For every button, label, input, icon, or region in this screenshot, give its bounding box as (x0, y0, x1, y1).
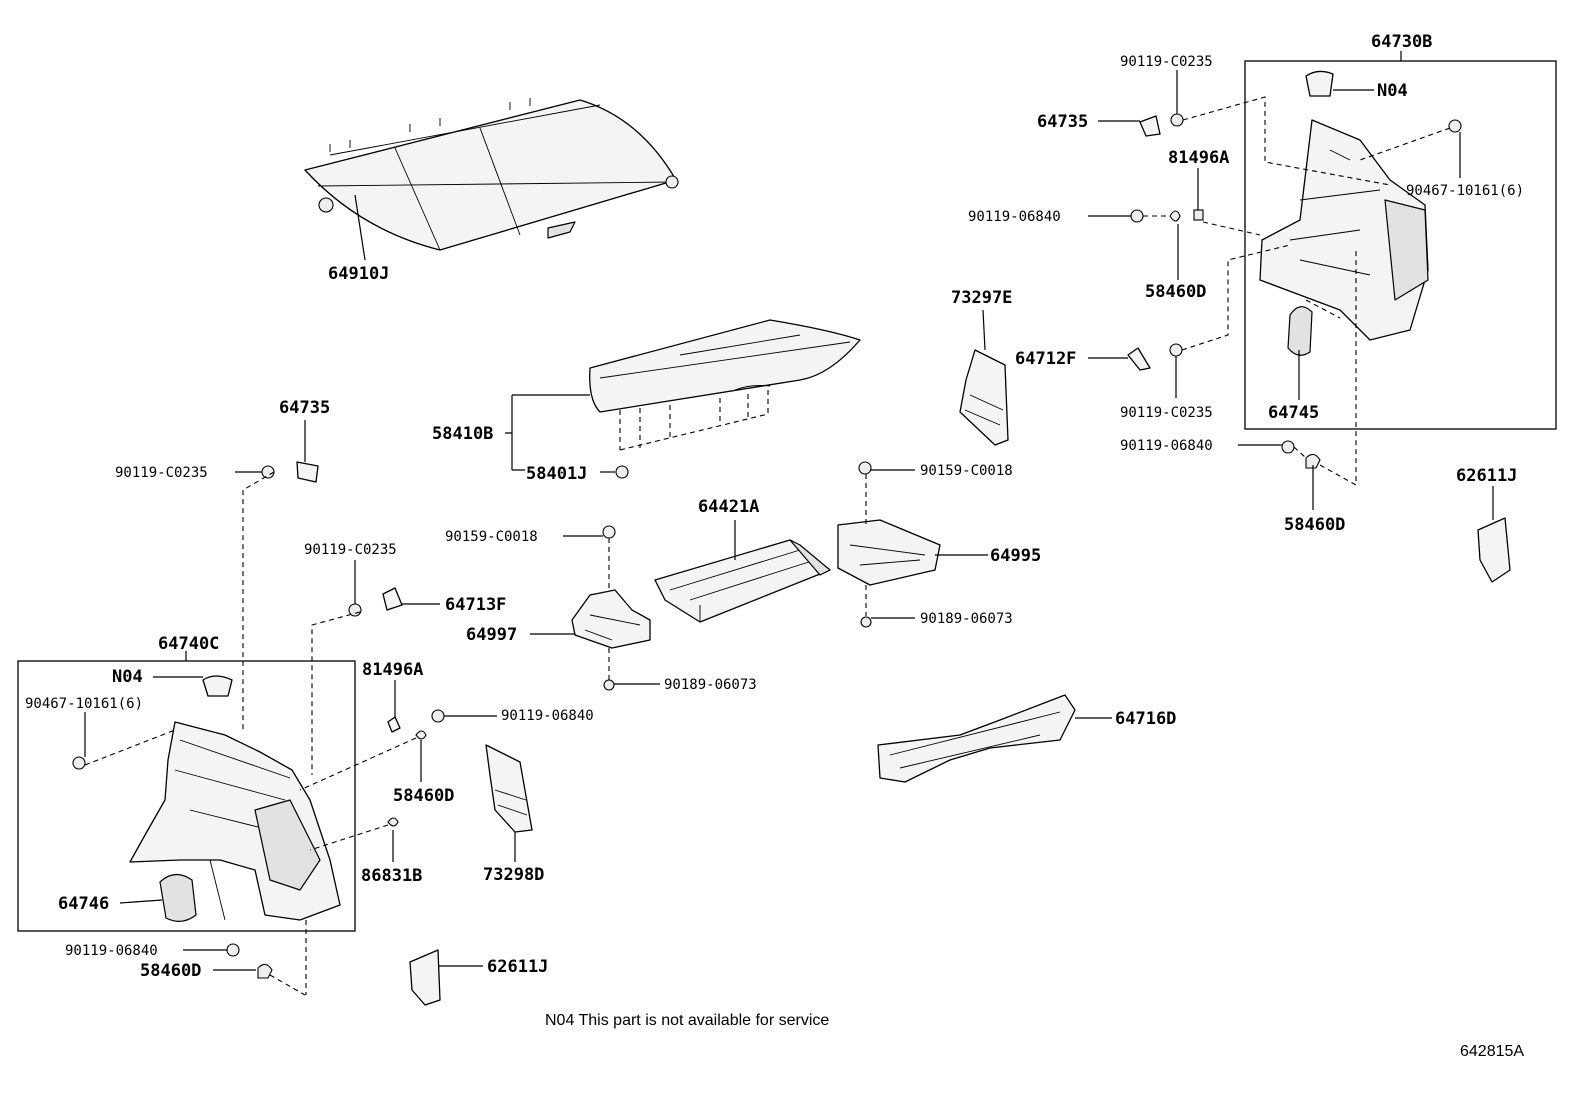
label-64712f: 64712F (1015, 349, 1076, 369)
clip-64712f (1127, 347, 1151, 371)
quarter-trim-64730b (1259, 119, 1429, 356)
label-62611j-right: 62611J (1456, 466, 1517, 486)
label-81496a-right: 81496A (1168, 148, 1229, 168)
label-90119-06840-l1: 90119-06840 (501, 708, 594, 724)
leader-lines (84, 51, 1494, 971)
footnote: N04 This part is not available for servi… (545, 1012, 829, 1029)
label-64716d: 64716D (1115, 709, 1176, 729)
label-62611j-left: 62611J (487, 957, 548, 977)
label-64746: 64746 (58, 894, 109, 914)
label-90119-c0235-top: 90119-C0235 (1120, 54, 1213, 70)
label-64735-left: 64735 (279, 398, 330, 418)
bracket-64997 (571, 589, 651, 649)
fasteners (72, 113, 1462, 979)
label-58410b: 58410B (432, 424, 493, 444)
label-90119-c0235-r2: 90119-C0235 (1120, 405, 1213, 421)
label-n04-left: N04 (112, 667, 143, 687)
label-81496a-left: 81496A (362, 660, 423, 680)
label-90467-right: 90467-10161(6) (1406, 183, 1524, 199)
label-90189-06073-a: 90189-06073 (664, 677, 757, 693)
clip-81496a-left (387, 716, 401, 733)
trim-panel-73297e (959, 349, 1009, 446)
scuff-plate-64716d (877, 694, 1076, 783)
label-58460d-l2: 58460D (140, 961, 201, 981)
clip-64735-left (296, 461, 319, 483)
label-64745: 64745 (1268, 403, 1319, 423)
label-90467-left: 90467-10161(6) (25, 696, 143, 712)
dashed-guides (84, 96, 1451, 996)
cap-n04-left (202, 675, 233, 697)
label-90189-06073-b: 90189-06073 (920, 611, 1013, 627)
label-90119-06840-r1: 90119-06840 (968, 209, 1061, 225)
label-58460d-r2: 58460D (1284, 515, 1345, 535)
label-86831b: 86831B (361, 866, 422, 886)
label-90119-06840-l2: 90119-06840 (65, 943, 158, 959)
label-64735-right: 64735 (1037, 112, 1088, 132)
label-58460d-l1: 58460D (393, 786, 454, 806)
label-90119-c0235-l2: 90119-C0235 (304, 542, 397, 558)
label-58460d-r1: 58460D (1145, 282, 1206, 302)
bracket-64995 (837, 519, 941, 586)
tray-64421a (654, 539, 831, 623)
trim-panel-73298d (485, 744, 533, 833)
label-64421a: 64421A (698, 497, 759, 517)
cover-64746 (159, 873, 197, 922)
label-90119-06840-r2: 90119-06840 (1120, 438, 1213, 454)
cap-n04-right (1305, 70, 1334, 97)
label-73297e: 73297E (951, 288, 1012, 308)
label-64740c: 64740C (158, 634, 219, 654)
label-64995: 64995 (990, 546, 1041, 566)
luggage-shelf-58410b (589, 319, 861, 451)
label-64997: 64997 (466, 625, 517, 645)
label-73298d: 73298D (483, 865, 544, 885)
quarter-trim-64740c (129, 721, 341, 921)
tonneau-cover-64910j (304, 98, 679, 251)
label-90159-c0018-b: 90159-C0018 (920, 463, 1013, 479)
clip-64713f (382, 587, 403, 611)
trim-62611j-right (1477, 517, 1511, 583)
label-64910j: 64910J (328, 264, 389, 284)
label-64713f: 64713F (445, 595, 506, 615)
part-labels: 64910J 58410B 58401J 73297E 64712F 64730… (25, 32, 1524, 981)
label-58401j: 58401J (526, 464, 587, 484)
label-90119-c0235-l1: 90119-C0235 (115, 465, 208, 481)
label-90159-c0018-a: 90159-C0018 (445, 529, 538, 545)
label-n04-right: N04 (1377, 81, 1408, 101)
trim-62611j-left (409, 949, 441, 1006)
clip-64735-right (1139, 115, 1161, 137)
diagram-id: 642815A (1460, 1043, 1524, 1060)
label-64730b: 64730B (1371, 32, 1432, 52)
